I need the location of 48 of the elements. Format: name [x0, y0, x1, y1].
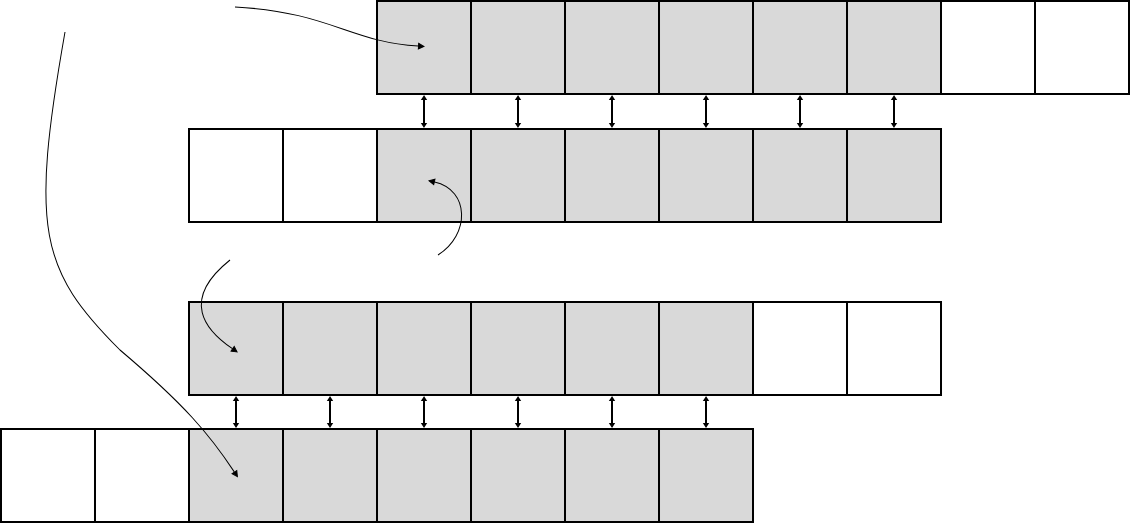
cell-box	[376, 0, 472, 95]
cell-box	[752, 0, 848, 95]
double-arrow	[702, 396, 710, 428]
double-arrow	[232, 396, 240, 428]
double-arrow	[326, 396, 334, 428]
cell-box	[658, 0, 754, 95]
cell-box	[282, 301, 378, 396]
cell-box	[1034, 0, 1130, 95]
double-arrow	[514, 95, 522, 128]
cell-box	[564, 0, 660, 95]
cell-box	[940, 0, 1036, 95]
cell-box	[846, 301, 942, 396]
cell-box	[282, 128, 378, 223]
cell-box	[564, 128, 660, 223]
cell-box	[0, 428, 96, 523]
cell-box	[188, 128, 284, 223]
cell-box	[752, 301, 848, 396]
cell-box	[94, 428, 190, 523]
double-arrow	[608, 95, 616, 128]
double-arrow	[796, 95, 804, 128]
curved-arrow	[200, 259, 238, 353]
curved-arrow	[428, 178, 463, 256]
curved-arrow	[234, 6, 425, 50]
cell-box	[846, 0, 942, 95]
cell-box	[470, 428, 566, 523]
double-arrow	[608, 396, 616, 428]
cell-box	[846, 128, 942, 223]
double-arrow	[514, 396, 522, 428]
cell-box	[376, 301, 472, 396]
cell-box	[376, 128, 472, 223]
cell-box	[376, 428, 472, 523]
cell-box	[658, 128, 754, 223]
cell-box	[470, 301, 566, 396]
curved-arrow	[45, 31, 238, 478]
double-arrow	[702, 95, 710, 128]
cell-box	[470, 128, 566, 223]
cell-box	[564, 428, 660, 523]
cell-box	[658, 301, 754, 396]
cell-box	[188, 301, 284, 396]
double-arrow	[890, 95, 898, 128]
cell-box	[188, 428, 284, 523]
cell-box	[752, 128, 848, 223]
cell-box	[564, 301, 660, 396]
cell-box	[282, 428, 378, 523]
double-arrow	[420, 95, 428, 128]
cell-box	[470, 0, 566, 95]
double-arrow	[420, 396, 428, 428]
cell-box	[658, 428, 754, 523]
